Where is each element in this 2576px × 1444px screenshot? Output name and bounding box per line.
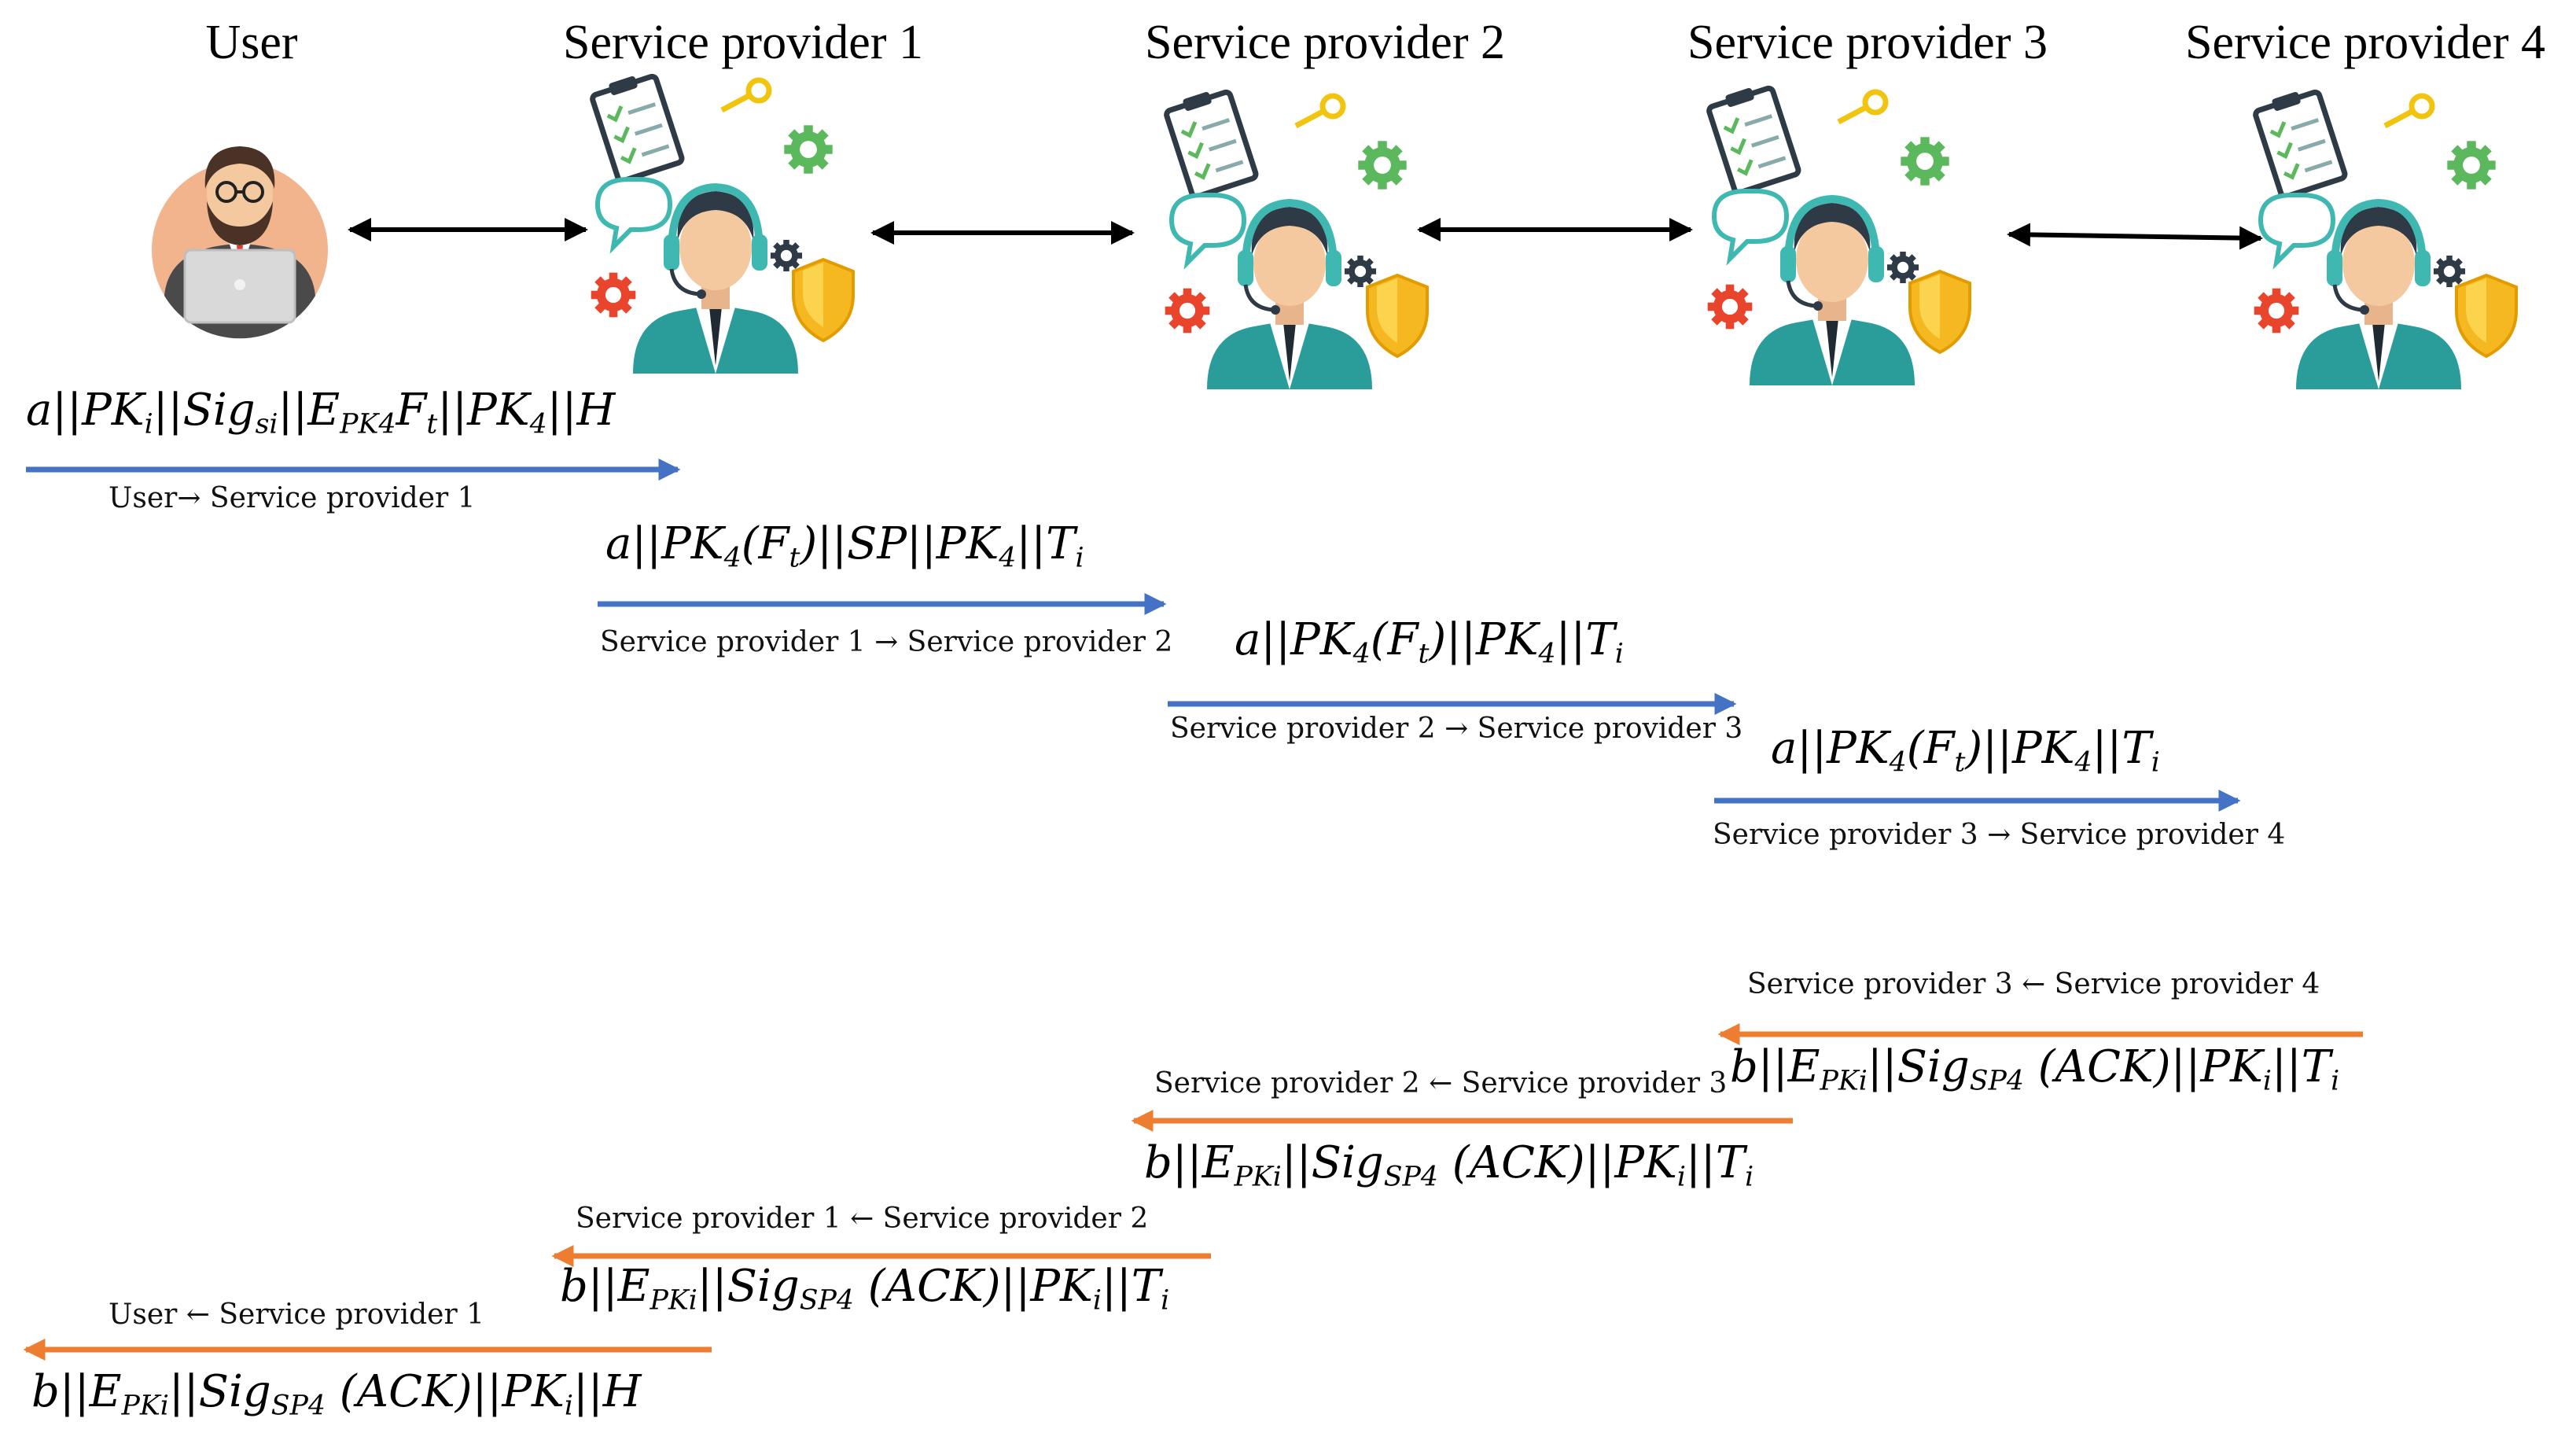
formula-subscript: i (2151, 746, 2160, 779)
formula-subscript: i (1614, 638, 1624, 670)
formula-subscript: 4 (999, 542, 1017, 574)
key-icon (2383, 93, 2435, 129)
key-icon (1294, 93, 1346, 129)
support-agent-icon (1164, 89, 1429, 389)
forward-caption-1: User→ Service provider 1 (109, 482, 476, 514)
return-formula-4: b||EPKi||SigSP4 (ACK)||PKi||H (31, 1366, 642, 1422)
forward-formula-3: a||PK4(Ft)||PK4||Ti (1235, 614, 1624, 670)
formula-subscript: 4 (1889, 746, 1907, 779)
key-icon (720, 77, 772, 113)
gear-icon (1886, 251, 1919, 284)
forward-caption-4: Service provider 3 → Service provider 4 (1713, 819, 2286, 851)
gear-icon (1901, 137, 1949, 186)
formula-subscript: SP4 (270, 1390, 326, 1422)
formula-subscript: 4 (529, 408, 547, 440)
gear-icon (1358, 141, 1407, 190)
return-caption-4: User ← Service provider 1 (109, 1298, 485, 1331)
forward-caption-2: Service provider 1 → Service provider 2 (600, 626, 1173, 658)
clipboard-icon (1706, 85, 1801, 196)
clipboard-icon (590, 73, 685, 184)
formula-subscript: t (1418, 638, 1430, 670)
return-arrows (23, 1023, 2363, 1361)
gear-icon (1165, 288, 1210, 333)
formula-subscript: SP4 (1383, 1161, 1438, 1193)
formula-subscript: PKi (1820, 1065, 1868, 1097)
formula-subscript: i (1092, 1284, 1102, 1317)
shield-icon (1908, 269, 1971, 355)
key-icon (1837, 89, 1889, 125)
support-agent-icon (590, 73, 855, 374)
gear-icon (2447, 141, 2496, 190)
formula-subscript: i (1745, 1161, 1754, 1193)
formula-subscript: PKi (1234, 1161, 1282, 1193)
return-caption-2: Service provider 2 ← Service provider 3 (1154, 1067, 1728, 1100)
formula-subscript: PKi (650, 1284, 697, 1317)
formula-subscript: 4 (723, 542, 742, 574)
return-caption-3: Service provider 1 ← Service provider 2 (576, 1203, 1149, 1235)
formula-subscript: SP4 (799, 1284, 854, 1317)
speech-bubble-icon (2258, 193, 2336, 270)
actor-title-sp2: Service provider 2 (1145, 16, 1505, 69)
formula-subscript: i (564, 1390, 573, 1422)
shield-icon (1366, 273, 1429, 359)
gear-icon (770, 239, 803, 272)
formula-subscript: si (255, 408, 278, 440)
gear-icon (1707, 284, 1753, 330)
support-agent-icon (1706, 85, 1971, 385)
return-caption-1: Service provider 3 ← Service provider 4 (1747, 968, 2320, 1000)
formula-subscript: PKi (121, 1390, 169, 1422)
formula-subscript: SP4 (1969, 1065, 2024, 1097)
return-formula-2: b||EPKi||SigSP4 (ACK)||PKi||Ti (1144, 1137, 1754, 1193)
speech-bubble-icon (594, 177, 673, 254)
actor-links (348, 218, 2263, 250)
formula-subscript: i (2262, 1065, 2272, 1097)
speech-bubble-icon (1711, 189, 1790, 266)
gear-icon (1344, 255, 1377, 288)
shield-icon (792, 257, 855, 343)
forward-formula-4: a||PK4(Ft)||PK4||Ti (1771, 723, 2160, 779)
gear-icon (784, 125, 833, 174)
speech-bubble-icon (1168, 193, 1247, 270)
formula-subscript: t (426, 408, 438, 440)
forward-caption-3: Service provider 2 → Service provider 3 (1170, 713, 1743, 745)
formula-subscript: 4 (1352, 638, 1371, 670)
clipboard-icon (1164, 89, 1259, 200)
formula-subscript: PK4 (340, 408, 396, 440)
formula-subscript: i (2331, 1065, 2340, 1097)
shield-icon (2455, 273, 2518, 359)
support-agent-icon (2253, 89, 2518, 389)
formula-subscript: t (789, 542, 800, 574)
forward-arrows (26, 459, 2241, 812)
return-formula-3: b||EPKi||SigSP4 (ACK)||PKi||Ti (560, 1261, 1170, 1317)
actor-title-sp4: Service provider 4 (2185, 16, 2545, 69)
formula-subscript: i (144, 408, 153, 440)
formula-subscript: i (1676, 1161, 1686, 1193)
gear-icon (591, 272, 636, 318)
actor-title-user: User (205, 16, 298, 69)
formula-subscript: i (1075, 542, 1084, 574)
forward-formula-1: a||PKi||Sigsi||EPK4Ft||PK4||H (26, 385, 616, 440)
return-formula-1: b||EPKi||SigSP4 (ACK)||PKi||Ti (1730, 1041, 2340, 1097)
link-sp3-sp4 (2007, 223, 2263, 250)
actor-title-sp3: Service provider 3 (1687, 16, 2048, 69)
gear-icon (2254, 288, 2299, 333)
agent-icons (590, 73, 2518, 389)
formula-subscript: t (1954, 746, 1966, 779)
actor-title-sp1: Service provider 1 (563, 16, 923, 69)
formula-subscript: i (1161, 1284, 1170, 1317)
forward-formula-2: a||PK4(Ft)||SP||PK4||Ti (605, 518, 1084, 574)
user-laptop-icon (152, 146, 328, 339)
clipboard-icon (2253, 89, 2348, 200)
gear-icon (2433, 255, 2466, 288)
formula-subscript: 4 (2074, 746, 2092, 779)
formula-subscript: 4 (1538, 638, 1556, 670)
